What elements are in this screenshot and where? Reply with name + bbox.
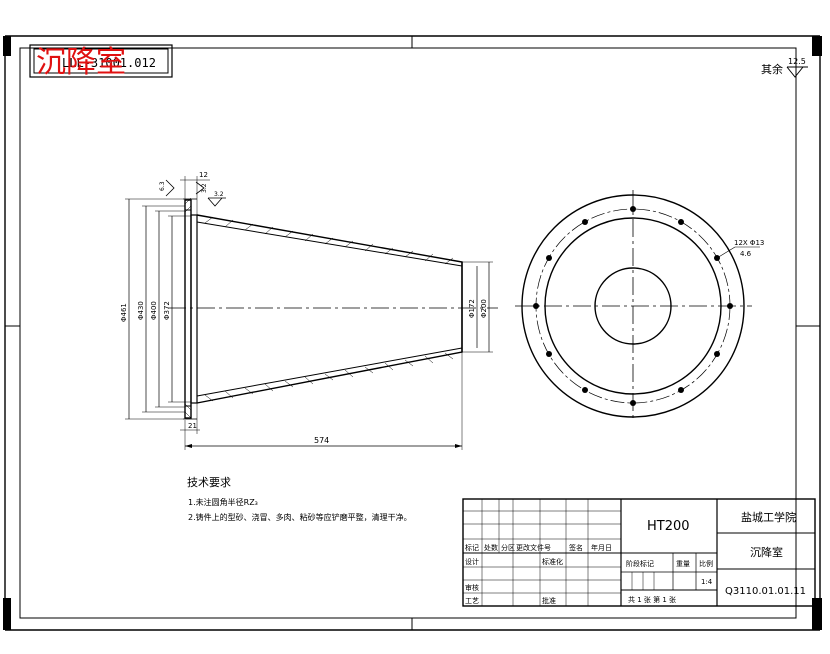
dim-dia-430: Φ430 <box>137 301 145 320</box>
drawing-number-stamp: LLL-31001.012 沉降室 <box>29 44 173 80</box>
rough-6-3: 6.3 <box>159 181 166 191</box>
tb-row-process: 工艺 <box>465 597 479 605</box>
title-block: 标记 处数 分区 更改文件号 签名 年月日 设计 标准化 审核 工艺 批准 阶段… <box>462 498 816 607</box>
tb-row-weight: 重量 <box>676 560 690 568</box>
tb-institution: 盐城工学院 <box>741 510 796 524</box>
tech-req-item-2: 2.铸件上的型砂、浇冒、多肉、粘砂等应铲磨平整，清理干净。 <box>188 512 412 522</box>
technical-requirements: 技术要求 1.未注圆角半径RZ₃ 2.铸件上的型砂、浇冒、多肉、粘砂等应铲磨平整… <box>187 476 412 522</box>
dim-holes: 12X Φ13 <box>734 239 764 247</box>
tb-sheet: 共 1 张 第 1 张 <box>628 595 676 604</box>
tb-row-stage: 阶段标记 <box>626 559 654 568</box>
dim-overall-dia: Φ461 <box>120 303 128 322</box>
tb-row-review: 审核 <box>465 583 479 592</box>
dim-dia-200: Φ200 <box>480 299 488 318</box>
sheet-frame <box>3 35 822 631</box>
dim-flange-base: 21 <box>188 422 197 430</box>
tb-drawing-no: Q3110.01.01.11 <box>725 586 806 597</box>
tb-header-sign: 签名 <box>569 543 583 552</box>
front-view-cone <box>168 197 498 420</box>
tb-header-count: 处数 <box>484 543 498 552</box>
tb-header-mark: 标记 <box>465 543 479 552</box>
dim-holes-depth: 4.6 <box>740 250 752 258</box>
wall-hatching <box>184 197 454 419</box>
tb-part-name: 沉降室 <box>750 545 783 559</box>
tb-row-approve: 批准 <box>542 596 556 605</box>
dim-length: 574 <box>314 436 329 445</box>
tb-scale: 1:4 <box>701 578 713 586</box>
stamp-overlay-title: 沉降室 <box>36 45 126 80</box>
rough-3-2-a: 3.2 <box>201 183 208 193</box>
tb-header-change-doc: 更改文件号 <box>516 543 551 552</box>
surface-roughness-note: 其余 12.5 <box>761 57 808 78</box>
stamp-underlay-text: LLL-31001.012 <box>62 56 156 70</box>
bolt-holes <box>533 206 733 406</box>
tech-req-item-1: 1.未注圆角半径RZ₃ <box>188 497 258 507</box>
front-view-dimensions: Φ461 Φ430 Φ400 Φ372 Φ172 Φ200 574 21 <box>120 171 493 450</box>
tb-header-zone: 分区 <box>501 543 515 552</box>
tb-row-standard: 标准化 <box>542 557 563 566</box>
surface-note-label: 其余 <box>761 62 783 76</box>
tb-row-design: 设计 <box>465 557 479 566</box>
tb-row-ratio: 比例 <box>699 559 713 568</box>
tech-req-title: 技术要求 <box>187 476 231 489</box>
rough-3-2-b: 3.2 <box>214 191 224 198</box>
dim-dia-372: Φ372 <box>163 301 171 320</box>
tb-header-date: 年月日 <box>591 543 612 552</box>
surface-note-value: 12.5 <box>788 57 806 66</box>
dim-flange-thk: 12 <box>199 171 208 179</box>
dim-dia-172: Φ172 <box>468 299 476 318</box>
dim-dia-400: Φ400 <box>150 301 158 320</box>
side-view-flange: 12X Φ13 4.6 <box>515 190 764 422</box>
tb-material: HT200 <box>647 519 690 534</box>
